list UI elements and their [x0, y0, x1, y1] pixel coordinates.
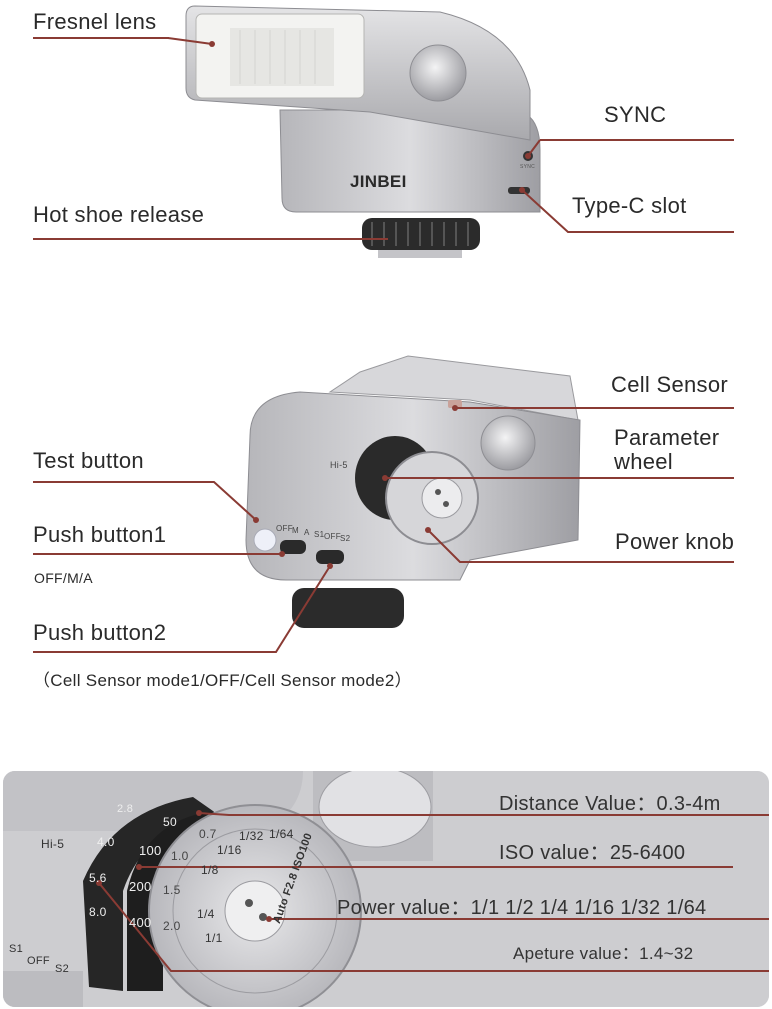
- section-dial-closeup: Hi-5 2.8 4.0 5.6 8.0 50 100 200 400 0.7 …: [3, 771, 769, 1007]
- fresnel-lens-rule: [33, 37, 169, 39]
- switch2-off-mark: OFF: [324, 532, 341, 541]
- power-mark-4: 1/8: [201, 863, 219, 877]
- parameter-wheel-rule: [600, 477, 734, 479]
- switch2-s1-mark: S1: [314, 530, 325, 539]
- distance-mark-2: 1.0: [171, 849, 189, 863]
- power-mark-3: 1/16: [217, 843, 242, 857]
- sync-label: SYNC: [604, 102, 667, 127]
- power-mark-6: 1/1: [205, 931, 223, 945]
- iso-value-label: ISO value：25-6400: [499, 842, 686, 864]
- power-value-label: Power value：1/1 1/2 1/4 1/16 1/32 1/64: [337, 897, 707, 919]
- hi5-mark: Hi-5: [330, 460, 348, 470]
- iso-mark-1: 50: [163, 815, 177, 829]
- hot-shoe-release-label: Hot shoe release: [33, 202, 205, 227]
- dial-closeup-illustration: [3, 771, 769, 1007]
- iso-mark-3: 200: [129, 879, 152, 894]
- hot-shoe-release-rule: [33, 238, 388, 240]
- fresnel-lens-label: Fresnel lens: [33, 9, 157, 34]
- push-button1-label: Push button1: [33, 522, 167, 547]
- switch1-off-mark: OFF: [276, 524, 293, 533]
- type-c-slot-label: Type-C slot: [572, 193, 687, 218]
- aperture-mark-1: 2.8: [117, 803, 134, 815]
- push-button2-modes: （Cell Sensor mode1/OFF/Cell Sensor mode2…: [33, 671, 412, 690]
- parameter-wheel-label-line2: wheel: [614, 449, 673, 474]
- switch1-m-mark: M: [292, 526, 299, 535]
- aperture-value-label: Apeture value：1.4~32: [513, 944, 694, 963]
- distance-mark-4: 2.0: [163, 919, 181, 933]
- iso-mark-4: 400: [129, 915, 152, 930]
- sync-port-text: SYNC: [520, 164, 536, 170]
- bottom-switch-off: OFF: [27, 955, 50, 967]
- bottom-switch-s2: S2: [55, 963, 70, 975]
- power-knob-label: Power knob: [615, 529, 735, 554]
- flash-brand-text: JINBEI: [350, 172, 407, 191]
- aperture-mark-4: 8.0: [89, 905, 107, 919]
- parameter-wheel-label-line1: Parameter: [614, 425, 720, 450]
- power-mark-5: 1/4: [197, 907, 215, 921]
- switch1-a-mark: A: [304, 528, 310, 537]
- test-button-label: Test button: [33, 448, 144, 473]
- sync-rule: [540, 139, 734, 141]
- iso-mark-2: 100: [139, 843, 162, 858]
- switch2-s2-mark: S2: [340, 534, 351, 543]
- power-mark-1: 1/64: [269, 827, 294, 841]
- distance-value-label: Distance Value：0.3-4m: [499, 793, 721, 815]
- cell-sensor-rule: [520, 407, 734, 409]
- power-mark-2: 1/32: [239, 829, 264, 843]
- distance-mark-3: 1.5: [163, 883, 181, 897]
- push-button2-label: Push button2: [33, 620, 167, 645]
- distance-mark-1: 0.7: [199, 827, 217, 841]
- bottom-switch-s1: S1: [9, 943, 24, 955]
- dial-hi5-mark: Hi-5: [41, 837, 65, 851]
- aperture-mark-3: 5.6: [89, 871, 107, 885]
- push-button1-modes: OFF/M/A: [34, 570, 93, 586]
- cell-sensor-label: Cell Sensor: [611, 372, 729, 397]
- aperture-mark-2: 4.0: [97, 835, 115, 849]
